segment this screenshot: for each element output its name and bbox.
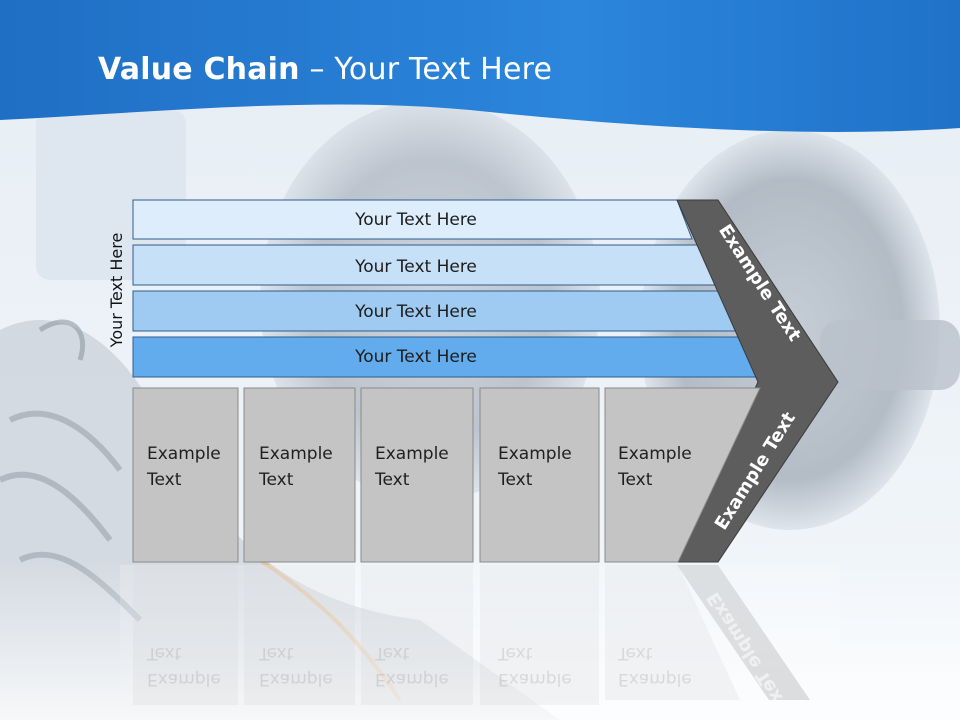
box-line1: Example [259,444,333,464]
activity-box-2: Example Text [243,387,356,563]
band-label: Your Text Here [354,347,477,367]
slide-title: Value Chain – Your Text Here [98,52,552,87]
box-line2: Text [497,470,533,490]
box-line2: Text [374,470,410,490]
box-line1: Example [498,444,572,464]
activity-box-4: Example Text [479,387,600,563]
band-label: Your Text Here [354,257,477,277]
box-line2: Text [258,470,294,490]
title-rest: – Your Text Here [299,52,553,87]
band-label: Your Text Here [354,302,477,322]
header-band [0,0,960,132]
reflection-fade [120,565,840,720]
activity-box-5: Example Text [604,387,761,563]
title-bold: Value Chain [98,52,300,87]
box-line1: Example [147,444,221,464]
activity-box-1: Example Text [132,387,239,563]
side-label: Your Text Here [107,233,126,349]
band-1: Your Text Here [132,199,693,240]
box-line2: Text [617,470,653,490]
box-line1: Example [618,444,692,464]
band-3: Your Text Here [132,290,740,332]
chevron-arrow [676,199,839,563]
box-line2: Text [146,470,182,490]
box-line1: Example [375,444,449,464]
activity-box-3: Example Text [360,387,474,563]
band-4: Your Text Here [132,336,764,378]
band-2: Your Text Here [132,244,716,286]
band-label: Your Text Here [354,210,477,230]
